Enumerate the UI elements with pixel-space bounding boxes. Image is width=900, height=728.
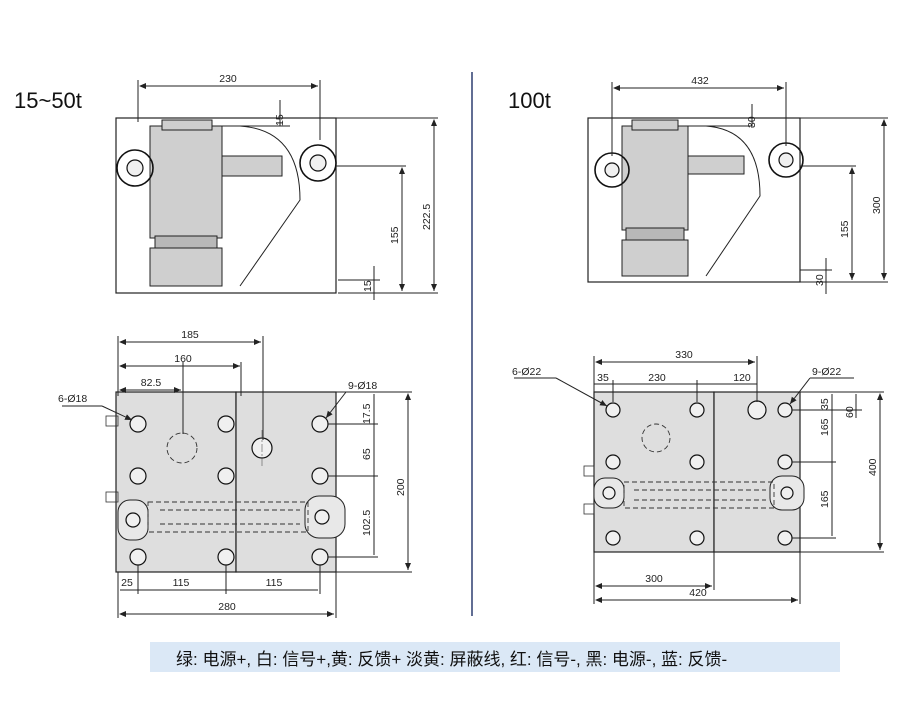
right-plan-view: 330 35 230 120 6-Ø22 9-Ø22 400 60 35 165… [512,349,884,604]
right-side-view: 432 30 300 155 30 [587,75,888,294]
right-dim-width: 432 [691,75,709,87]
left-dim-115-a: 115 [173,577,190,589]
left-hole-label-large: 9-Ø18 [348,380,377,392]
right-hole-label-small: 6-Ø22 [512,366,541,378]
left-side-view: 230 15 222.5 155 15 [115,73,438,300]
right-dim-330: 330 [675,349,693,361]
left-model-title: 15~50t [14,88,82,113]
left-dim-160: 160 [174,353,192,365]
right-dim-height-total: 300 [871,196,883,214]
left-dim-17-5: 17.5 [361,403,373,424]
left-dim-width: 230 [219,73,237,85]
left-dim-82-5: 82.5 [141,377,162,389]
wire-color-legend-text: 绿: 电源+, 白: 信号+,黄: 反馈+ 淡黄: 屏蔽线, 红: 信号-, 黑… [176,649,728,669]
left-dim-height-mid: 155 [389,226,401,244]
wire-color-legend: 绿: 电源+, 白: 信号+,黄: 反馈+ 淡黄: 屏蔽线, 红: 信号-, 黑… [150,642,840,672]
left-pin-circle-left [116,149,154,187]
left-dim-280: 280 [218,601,236,613]
right-dim-60: 60 [844,406,856,418]
right-dim-35-v: 35 [819,398,831,410]
right-dim-165-top: 165 [819,418,831,436]
right-dim-top-offset: 30 [746,116,758,128]
left-dim-200: 200 [395,478,407,496]
right-dim-420: 420 [689,587,707,599]
right-dim-165-bottom: 165 [819,490,831,508]
left-dim-102-5: 102.5 [361,510,373,536]
right-dim-300: 300 [645,573,663,585]
right-hole-label-large: 9-Ø22 [812,366,841,378]
left-pin-circle-right [299,144,337,182]
right-dim-400: 400 [867,458,879,476]
left-dim-bottom-offset: 15 [362,280,374,292]
left-dim-height-total: 222.5 [421,204,433,230]
right-dim-120: 120 [733,372,751,384]
right-dim-height-mid: 155 [839,220,851,238]
left-plan-view: 185 160 82.5 6-Ø18 9-Ø18 200 17.5 65 102… [58,329,412,618]
left-dim-115-b: 115 [266,577,283,589]
right-model-title: 100t [508,88,551,113]
left-dim-185: 185 [181,329,199,341]
left-dim-25: 25 [121,577,133,589]
right-dim-230: 230 [648,372,666,384]
left-dim-65: 65 [361,448,373,460]
right-dim-35: 35 [597,372,609,384]
left-dim-top-offset: 15 [274,114,286,126]
right-dim-bottom-offset: 30 [814,274,826,286]
left-hole-label-small: 6-Ø18 [58,393,87,405]
